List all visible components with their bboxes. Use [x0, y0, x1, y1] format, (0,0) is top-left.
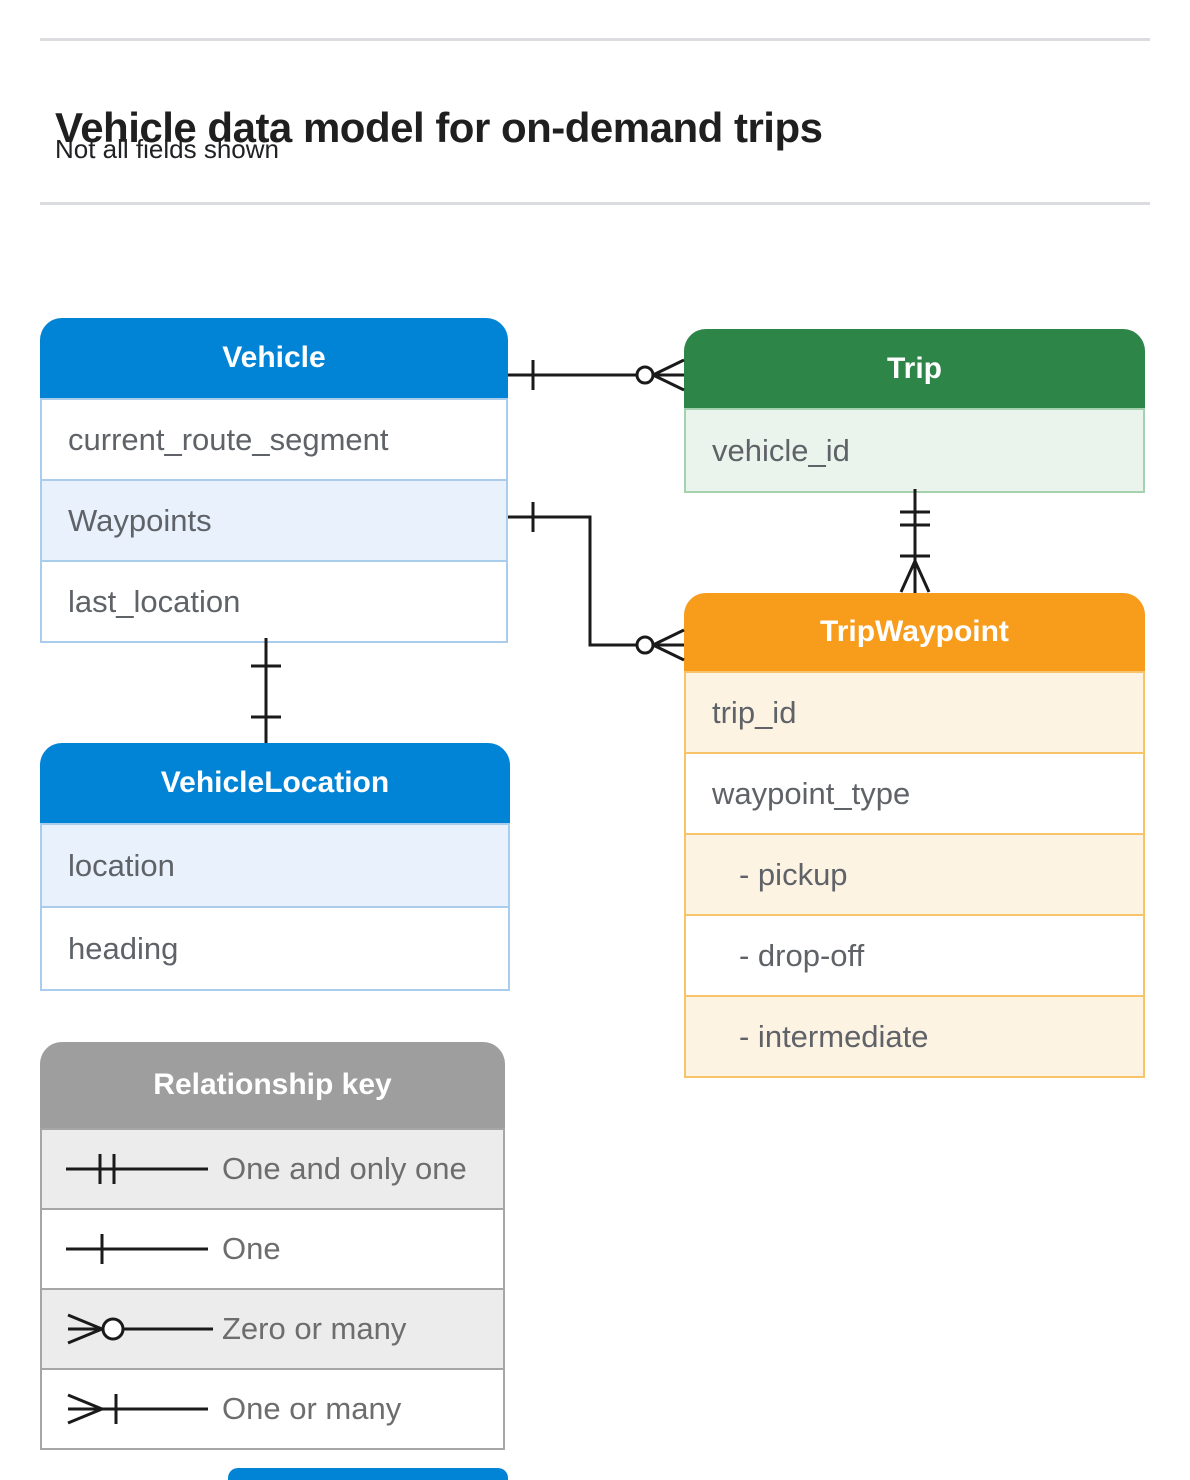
entity-trip: Trip vehicle_id [684, 329, 1145, 493]
connector-trip-tripwaypoint [899, 489, 931, 593]
connector-vehicle-trip [508, 358, 685, 392]
legend-label: One or many [222, 1391, 402, 1426]
field-last-location: last_location [42, 562, 506, 641]
field-vehicle-id: vehicle_id [686, 410, 1143, 491]
entity-trip-header: Trip [684, 329, 1145, 408]
page-title: Vehicle data model for on-demand trips [55, 104, 823, 152]
field-drop-off: - drop-off [686, 916, 1143, 997]
connector-waypoints-tripwaypoint [508, 502, 685, 662]
field-trip-id: trip_id [686, 673, 1143, 754]
legend-row-zero-or-many: Zero or many [42, 1290, 503, 1370]
one-icon [66, 1234, 208, 1264]
legend-row-one-or-many: One or many [42, 1370, 503, 1448]
entity-tripwaypoint: TripWaypoint trip_id waypoint_type - pic… [684, 593, 1145, 1078]
entity-vehiclelocation: VehicleLocation location heading [40, 743, 510, 991]
one-and-only-one-icon [66, 1154, 208, 1184]
field-heading: heading [42, 908, 508, 989]
field-waypoints: Waypoints [42, 481, 506, 562]
legend-row-one-and-only-one: One and only one [42, 1130, 503, 1210]
entity-vehicle: Vehicle current_route_segment Waypoints … [40, 318, 508, 643]
relationship-key-header: Relationship key [40, 1042, 505, 1128]
field-current-route-segment: current_route_segment [42, 400, 506, 481]
connector-vehicle-vehiclelocation [251, 638, 281, 743]
legend-label: One [222, 1231, 281, 1266]
relationship-key: Relationship key One and only one One [40, 1042, 505, 1450]
entity-vehicle-header: Vehicle [40, 318, 508, 398]
legend-label: Zero or many [222, 1311, 407, 1346]
one-or-many-icon [67, 1393, 208, 1425]
title-divider [40, 202, 1150, 205]
legend-row-one: One [42, 1210, 503, 1290]
field-location: location [42, 825, 508, 908]
zero-or-many-icon [67, 1313, 213, 1345]
entity-vehiclelocation-header: VehicleLocation [40, 743, 510, 823]
page-subtitle: Not all fields shown [55, 134, 279, 164]
field-intermediate: - intermediate [686, 997, 1143, 1076]
field-waypoint-type: waypoint_type [686, 754, 1143, 835]
entity-tripwaypoint-header: TripWaypoint [684, 593, 1145, 671]
legend-label: One and only one [222, 1151, 467, 1186]
cut-off-entity-header [228, 1468, 508, 1480]
field-pickup: - pickup [686, 835, 1143, 916]
top-divider [40, 38, 1150, 41]
